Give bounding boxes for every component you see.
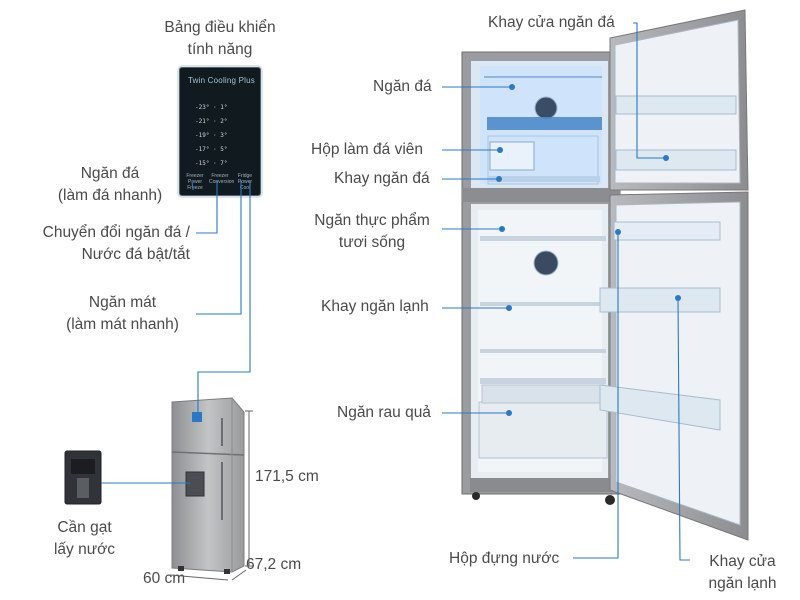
panel-button-freezer: Freezer Power Freeze (186, 173, 204, 191)
switch-mode-label: Chuyển đổi ngăn đá /Nước đá bật/tắt (42, 224, 190, 263)
panel-brand: Twin Cooling Plus (188, 76, 255, 85)
panel-button-conversion: Freezer Conversion (209, 173, 235, 185)
water-lever-image (64, 450, 102, 505)
panel-row: -15° · 7° (195, 160, 228, 167)
freezer-label: Ngăn đá (373, 78, 432, 95)
depth-dimension: 67,2 cm (246, 556, 302, 573)
freezer-door (609, 9, 749, 191)
height-dimension: 171,5 cm (255, 468, 319, 485)
panel-row: -21° · 2° (195, 118, 228, 125)
fridge-door (599, 191, 749, 541)
vegetable-label: Ngăn rau quả (337, 404, 431, 421)
water-box-label: Hộp đựng nước (449, 550, 560, 567)
big-fridge (461, 51, 621, 505)
control-panel-image: Twin Cooling Plus -23° · 1° -21° · 2° -1… (179, 67, 261, 196)
panel-row: -19° · 3° (195, 132, 228, 139)
small-fridge (171, 397, 245, 574)
depth-line (231, 569, 247, 581)
panel-button-fridge: Fridge Power Cool (237, 173, 253, 191)
width-line (169, 574, 229, 581)
ice-box-label: Hộp làm đá viên (311, 141, 424, 158)
freezer-fast-label: Ngăn đá(làm đá nhanh) (57, 165, 163, 204)
freezer-tray-label: Khay ngăn đá (334, 170, 430, 187)
fridge-fast-label: Ngăn mát(làm mát nhanh) (66, 294, 179, 333)
panel-row: -17° · 5° (195, 146, 228, 153)
freezer-door-tray-label: Khay cửa ngăn đá (488, 14, 615, 31)
panel-row: -23° · 1° (195, 104, 228, 111)
width-dimension: 60 cm (143, 570, 186, 587)
fridge-tray-label: Khay ngăn lạnh (321, 298, 429, 315)
